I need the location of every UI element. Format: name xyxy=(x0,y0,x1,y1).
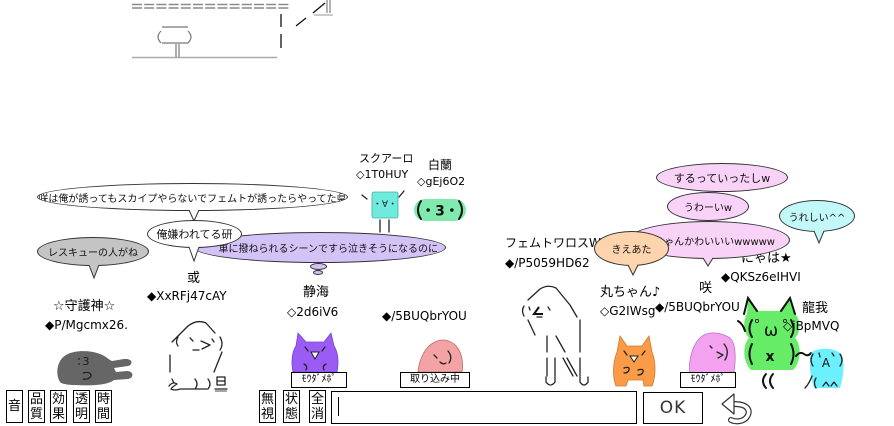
avatar-magenta-blob[interactable] xyxy=(684,328,740,378)
user-status-label: 取り込み中 xyxy=(400,372,470,388)
avatar-face: ・3・ xyxy=(421,204,459,220)
chat-bubble-text: 咲は俺が誘ってもスカイプやらないでフェムトが誘ったらやってた県 xyxy=(37,183,348,211)
button-label: 状態 xyxy=(284,391,298,422)
avatar-green-cat[interactable]: ω x xyxy=(735,294,807,390)
avatar-face: 3 xyxy=(83,355,90,368)
user-trip: ◆/P5059HD62 xyxy=(505,256,590,270)
user-trip: ◆/5BUQbrYOU xyxy=(382,309,467,323)
message-input[interactable] xyxy=(331,391,637,424)
button-label: 無視 xyxy=(260,391,274,422)
avatar-pink-blob[interactable] xyxy=(413,334,469,374)
button-label: 時間 xyxy=(96,391,110,422)
user-name: フェムトワロスW xyxy=(505,236,601,250)
avatar-cube-character[interactable]: ・∀・ xyxy=(358,186,408,234)
user-trip: ◇iBpMVQ xyxy=(783,319,840,333)
ascii-sign xyxy=(157,26,192,57)
bubble-tail xyxy=(813,230,825,245)
clear-all-button[interactable]: 全消 xyxy=(309,390,326,423)
chat-bubble: 咲は俺が誘ってもスカイプやらないでフェムトが誘ったらやってた県 xyxy=(37,183,348,223)
user-name: 咲 xyxy=(699,281,713,296)
avatar-orange-cat[interactable] xyxy=(608,332,660,390)
user-trip: ◇1T0HUY xyxy=(356,168,409,181)
user-trip: ◇2d6iV6 xyxy=(287,305,339,319)
bubble-tail xyxy=(627,264,639,277)
bubble-tail xyxy=(702,257,714,267)
button-label: 全消 xyxy=(310,391,324,422)
avatar-face: x xyxy=(765,349,774,365)
transparency-button[interactable]: 透明 xyxy=(73,390,90,423)
user-trip: ◇gEj6O2 xyxy=(417,175,466,188)
user-name: 龍我 xyxy=(802,301,829,316)
avatar-gray-cat[interactable]: 3 xyxy=(52,344,138,390)
ok-send-button[interactable]: OK xyxy=(643,392,703,424)
chat-bubble-text: きえあた xyxy=(594,231,669,266)
user-name: 丸ちゃん♪ xyxy=(600,285,661,300)
room-ascii-art xyxy=(132,0,333,59)
chat-bubble: するっていったしw xyxy=(656,163,788,192)
avatar-face: A xyxy=(822,356,831,370)
bubble-tail xyxy=(88,264,100,280)
ascii-dashes xyxy=(132,3,289,9)
user-status-label: ﾓｳﾀﾞﾒﾎﾟ xyxy=(680,372,736,388)
text-caret xyxy=(338,397,339,416)
quality-button[interactable]: 品質 xyxy=(28,390,45,423)
avatar-ascii-figure[interactable] xyxy=(160,315,245,393)
chat-bubble: うれしい^^ xyxy=(779,200,855,245)
chat-bubble: レスキューの人がね xyxy=(37,237,149,280)
undo-arrow-icon[interactable] xyxy=(716,389,756,426)
chat-bubble-text: うわーいw xyxy=(667,192,749,221)
ignore-button[interactable]: 無視 xyxy=(259,390,276,423)
sound-toggle-button[interactable]: 音 xyxy=(6,390,23,423)
user-trip: ◆QKSz6eIHVI xyxy=(721,270,801,284)
thought-bubble-dot xyxy=(313,270,323,275)
effects-button[interactable]: 効果 xyxy=(50,390,67,423)
user-status-label: ﾓｳﾀﾞﾒﾎﾟ xyxy=(291,372,347,388)
ascii-wall xyxy=(280,2,326,48)
ascii-window xyxy=(314,0,333,16)
user-name: 静海 xyxy=(303,285,330,300)
avatar-pill-character[interactable]: ・3・ xyxy=(412,197,468,224)
user-trip: ◆/5BUQbrYOU xyxy=(655,300,740,314)
chat-bubble-text: レスキューの人がね xyxy=(37,237,149,266)
user-name: 或 xyxy=(187,271,201,286)
button-label: 品質 xyxy=(29,391,43,422)
button-label: 透明 xyxy=(74,391,88,422)
user-name: ☆守護神☆ xyxy=(53,299,116,314)
button-label: 音 xyxy=(7,399,21,414)
avatar-purple-cat[interactable] xyxy=(288,328,342,374)
time-button[interactable]: 時間 xyxy=(95,390,112,423)
status-button[interactable]: 状態 xyxy=(283,390,300,423)
chat-bubble-text: うれしい^^ xyxy=(779,200,855,232)
user-trip: ◇G2IWsg xyxy=(600,304,656,318)
user-name: 白蘭 xyxy=(428,158,453,172)
chat-bubble: きえあた xyxy=(594,231,669,277)
user-trip: ◆P/Mgcmx26. xyxy=(45,318,128,332)
thought-bubble-dot xyxy=(310,263,327,270)
avatar-face: ω xyxy=(764,321,778,341)
avatar-ascii-figure[interactable] xyxy=(515,282,595,392)
chat-bubble: うわーいw xyxy=(667,192,749,221)
user-trip: ◆XxRFj47cAY xyxy=(147,289,227,303)
bubble-tail xyxy=(188,246,200,263)
chat-bubble-text: するっていったしw xyxy=(656,163,788,192)
chat-bubble: 俺嫌われてる研 xyxy=(147,220,242,263)
button-label: 効果 xyxy=(51,391,65,422)
chat-bubble-text: 俺嫌われてる研 xyxy=(147,220,242,248)
avatar-cyan-character[interactable]: A xyxy=(790,344,848,390)
avatar-face: ・∀・ xyxy=(373,200,397,210)
user-name: スクアーロ xyxy=(359,152,414,165)
